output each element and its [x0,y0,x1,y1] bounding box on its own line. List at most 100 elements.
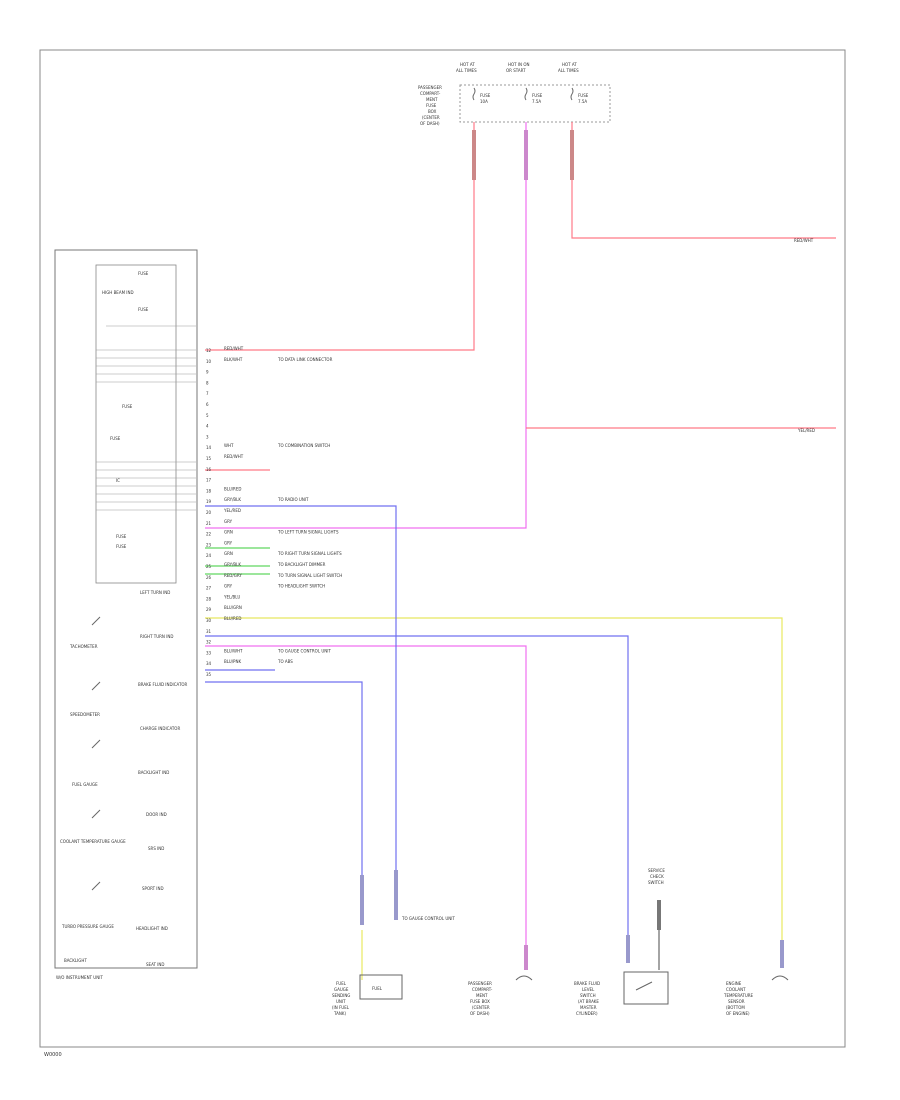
cluster-inner-item-0: FUSE [122,404,133,409]
wire-pink-2 [205,645,527,945]
pin-wire-color: BLU/RED [224,616,241,621]
fuse1-header-1: ALL TIMES [456,68,477,73]
side-note: TO GAUGE CONTROL UNIT [401,916,455,921]
pin-note: TO TURN SIGNAL LIGHT SWITCH [277,573,342,578]
instrument-cluster: W/O INSTRUMENT UNIT FUSE HIGH BEAM IND F… [54,249,198,980]
comp1-line4: (CENTER [472,1005,490,1010]
pin-note: TO RIGHT TURN SIGNAL LIGHTS [277,551,342,556]
pin-number: 20 [206,510,212,515]
comp0-line0: FUEL [336,981,347,986]
fuse2-header-1: OR START [506,68,526,73]
pin-number: 10 [206,359,212,364]
pin-note: TO LEFT TURN SIGNAL LIGHTS [277,530,339,535]
pin-number: 7 [206,391,209,396]
cluster-inner-item-1: FUSE [110,436,121,441]
gauge-needle [91,681,101,691]
pin-wire-color: YEL/RED [223,508,241,513]
cluster-inner-box [95,264,177,584]
comp1-line3: FUSE BOX [470,999,490,1004]
pin-number: 23 [206,542,212,547]
fuse-box-label-1: COMPART- [420,91,441,96]
comp3-line3: SENSOR [728,999,745,1004]
sensor-4-symbol [771,975,789,981]
pin-number: 34 [206,661,212,666]
fuse-box-outline [459,84,611,123]
wire-blue-1 [205,635,629,940]
pressure-switch-line1: CHECK [650,874,664,879]
fuse2-label: FUSE [532,93,543,98]
connector-stub [657,900,661,930]
connector-stub [524,945,528,970]
pin-wire-color: RED/WHT [224,346,244,351]
fuse3-label: FUSE [578,93,589,98]
comp2-line5: CYLINDER) [576,1011,598,1016]
comp3-line2: TEMPERATURE [723,993,754,998]
pin-number: 24 [206,553,212,558]
pin-note: TO DATA LINK CONNECTOR [277,357,333,362]
comp1-line2: MENT [476,993,488,998]
footer-code: W0000 [44,1052,62,1058]
cluster-bus-lines [96,325,196,511]
indicator-0: LEFT TURN IND [140,590,170,595]
indicator-6: SRS IND [148,846,164,851]
pin-number: 15 [206,456,212,461]
connector-stub [360,875,364,925]
pin-number: 31 [206,629,212,634]
indicator-7: SPORT IND [142,886,164,891]
pin-number: 21 [206,521,212,526]
pin-number: 4 [206,424,209,429]
wires [205,122,836,980]
comp1-line1: COMPART- [472,987,493,992]
comp0-line4: (IN FUEL [332,1005,350,1010]
gauge-label-4: TURBO PRESSURE GAUGE [61,924,114,929]
pin-wire-color: BLU/PNK [224,659,241,664]
pin-number: 33 [206,650,212,655]
cluster-outline [54,249,198,969]
pin-wire-color: BLU/RED [224,486,241,491]
connector-stub [394,870,398,920]
comp2-line4: MASTER [580,1005,597,1010]
pin-note: TO COMBINATION SWITCH [277,443,330,448]
gauge-label-3: COOLANT TEMPERATURE GAUGE [60,839,126,844]
cluster-top-item-2: FUSE [138,307,149,312]
pressure-switch-line0: SERVICE [648,868,665,873]
fuse3-header-0: HOT AT [562,62,577,67]
connector-fuse3 [570,130,574,180]
wire-pink-fuse2 [205,122,527,529]
pin-number: 22 [206,532,212,537]
indicator-3: CHARGE INDICATOR [140,726,180,731]
diagram-frame [39,49,846,1048]
pin-number: 26 [206,575,212,580]
cluster-top-item-0: FUSE [138,271,149,276]
pin-number: 29 [206,607,212,612]
comp1-line0: PASSENGER [468,981,492,986]
comp1-line5: OF DASH) [470,1011,490,1016]
wire-red-fuse3 [571,122,836,239]
gauge-label-0: TACHOMETER [69,644,98,649]
pin-number: 19 [206,499,212,504]
fuse-box-label-4: BOX [428,109,437,114]
comp3-line5: OF ENGINE) [726,1011,750,1016]
pin-number: 12 [206,348,212,353]
pin-number: 30 [206,618,212,623]
comp2-line2: SWITCH [580,993,596,998]
pin-number: 8 [206,380,209,385]
wire-red-fuse1 [205,122,475,351]
fuse3-symbol [570,87,574,101]
pin-number: 6 [206,402,209,407]
pin-wire-color: GRN [224,551,233,556]
connector-stub [780,940,784,968]
connector-stub [626,935,630,963]
wire-yellow [205,617,783,940]
brake-switch-box [623,971,669,1005]
comp0-line3: UNIT [336,999,346,1004]
pin-number: 35 [206,672,212,677]
pin-number: 28 [206,596,212,601]
cluster-inner-item-3: FUSE [116,534,127,539]
pin-wire-color: GRY/BLK [224,497,241,502]
pin-note: TO HEADLIGHT SWITCH [277,584,325,589]
bottom-components: FUEL FUEL GAUGE SENDING UNIT (IN FUEL TA… [332,868,789,1016]
pin-number: 27 [206,586,212,591]
pin-number: 9 [206,370,209,375]
indicator-2: BRAKE FLUID INDICATOR [138,682,188,687]
